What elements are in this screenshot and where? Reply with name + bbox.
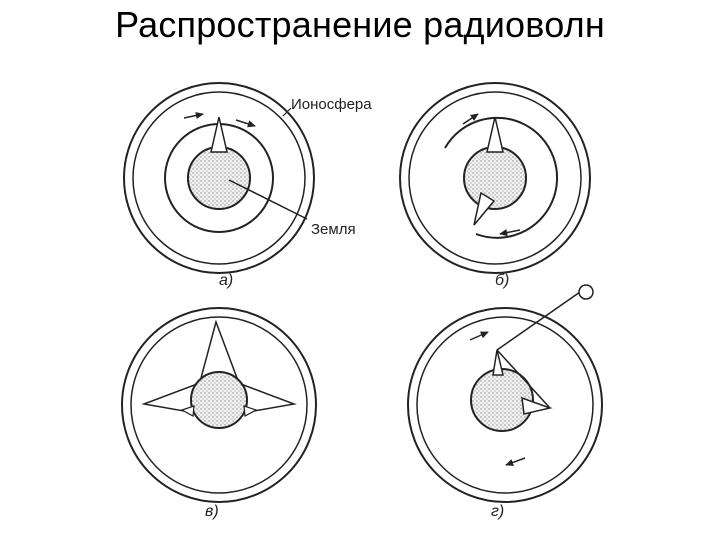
wave-direction-arrow [235,119,256,128]
reflected-signal-path [496,349,551,409]
panel-g: г) [407,284,603,520]
antenna-small [180,405,195,417]
ionosphere-outer-ring [407,307,603,503]
panel-caption: а) [219,272,233,289]
satellite-icon [578,284,594,300]
ionosphere-outer-ring [399,82,591,274]
wave-arc [444,116,559,239]
antenna-beam [521,396,553,415]
panel-caption: б) [495,272,509,289]
earth-globe [187,146,251,210]
wave-direction-arrow [462,113,479,125]
ionosphere-outer-ring [123,82,315,274]
ionosphere-label: Ионосфера [291,96,372,113]
ionosphere-inner-ring [416,316,594,494]
antenna-beam [473,191,496,226]
ionosphere-outer-ring [121,307,317,503]
antenna-beam [486,116,504,153]
antenna-small [243,405,258,417]
earth-globe [190,371,248,429]
wave-direction-arrow [469,331,489,341]
earth-label: Земля [311,221,356,238]
panel-a: Ионосфера Земля а) [123,82,372,289]
wave-direction-arrow [183,111,204,120]
earth-globe [463,146,527,210]
panel-b: б) [399,82,591,289]
wave-direction-arrow [505,457,526,466]
antenna-beam [210,116,228,153]
ionosphere-pointer-line [282,107,292,117]
panel-caption: г) [491,503,504,520]
ionosphere-inner-ring [130,316,308,494]
antenna-beam [492,349,504,376]
slide-title: Распространение радиоволн [115,4,605,45]
wave-direction-arrow [499,229,521,237]
panel-v: в) [121,307,317,520]
earth-pointer-line [228,179,308,220]
antenna-beam [200,319,239,379]
space-signal-path [496,291,581,351]
ionosphere-inner-ring [408,91,582,265]
panel-caption: в) [205,503,219,520]
ionosphere-inner-ring [132,91,306,265]
